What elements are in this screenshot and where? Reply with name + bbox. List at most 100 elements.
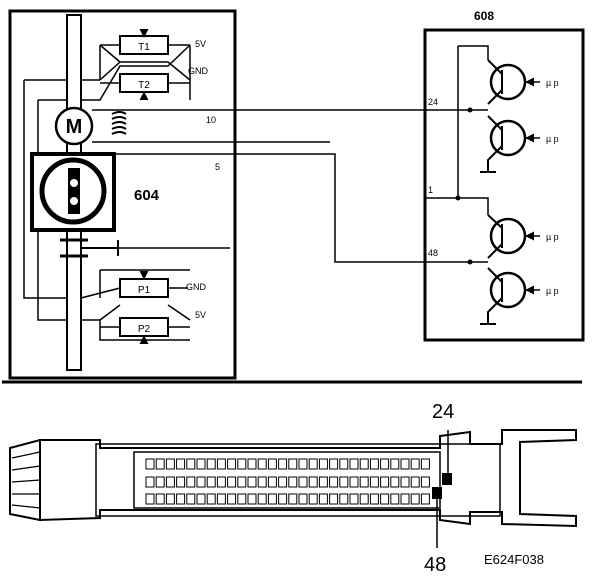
sensor-p1: P1: [119, 270, 169, 298]
transistor-4: µ p: [480, 267, 559, 325]
connector-pin: [257, 458, 267, 470]
connector-pin: [308, 458, 318, 470]
mcu-input-1: µ p: [546, 78, 559, 88]
connector-pin: [227, 493, 237, 505]
t-gnd-label: GND: [188, 66, 209, 76]
connector-pin: [206, 476, 216, 488]
connector-pin: [247, 493, 257, 505]
connector-pin: [349, 493, 359, 505]
connector-pin: [267, 493, 277, 505]
connector-pin: [155, 458, 165, 470]
connector-pin: [247, 458, 257, 470]
connector-pin: [216, 493, 226, 505]
connector-pin: [145, 476, 155, 488]
connector-pin: [237, 476, 247, 488]
connector-pin: [329, 493, 339, 505]
pin-48-callout: 48: [424, 554, 446, 576]
shaft-coupling: [60, 238, 88, 258]
connector-pin: [329, 476, 339, 488]
ecu-connector: [9, 429, 577, 548]
connector-pin: [410, 493, 420, 505]
connector-pin: [380, 476, 390, 488]
connector-pin: [420, 493, 430, 505]
connector-pin: [369, 458, 379, 470]
sensor-t2-label: T2: [138, 80, 150, 91]
connector-pin: [339, 476, 349, 488]
connector-pin: [288, 458, 298, 470]
t-5v-label: 5V: [195, 39, 206, 49]
connector-pin: [155, 476, 165, 488]
p-sensor-wiring: [80, 269, 191, 341]
transistor-3: µ p: [487, 214, 559, 259]
wire-1-label: 1: [428, 185, 433, 195]
connector-pin: [298, 493, 308, 505]
figure-code: E624F038: [484, 552, 544, 567]
connector-pin: [176, 458, 186, 470]
connector-pin: [145, 493, 155, 505]
sensor-p2-label: P2: [138, 324, 151, 335]
connector-pin: [359, 476, 369, 488]
wire-5: [114, 153, 425, 263]
connector-pin: [349, 476, 359, 488]
feedback-wire-left: [23, 80, 67, 299]
supply-rail: [425, 45, 489, 215]
end-stop-icon: [81, 240, 119, 256]
connector-pin: [400, 476, 410, 488]
connector-pin: [288, 476, 298, 488]
connector-pin: [216, 458, 226, 470]
pin-24-marker: [442, 473, 452, 485]
connector-pin: [390, 476, 400, 488]
throttle-unit-604: T1 T2 5V GND M 10 604 5: [8, 9, 425, 380]
connector-pin: [145, 458, 155, 470]
wire-10-label: 10: [206, 115, 216, 125]
connector-pin: [410, 458, 420, 470]
connector-pin: [359, 493, 369, 505]
mcu-input-4: µ p: [546, 286, 559, 296]
connector-pin: [380, 493, 390, 505]
unit-604-label: 604: [134, 187, 160, 204]
connector-pin: [400, 458, 410, 470]
connector-pin: [318, 458, 328, 470]
connector-pin: [278, 476, 288, 488]
wire-24-label: 24: [428, 97, 438, 107]
connector-pin: [339, 458, 349, 470]
pin-48-marker: [432, 487, 442, 499]
connector-pin: [267, 476, 277, 488]
connector-pin: [196, 493, 206, 505]
transistor-2: µ p: [480, 115, 559, 173]
connector-pin: [196, 458, 206, 470]
connector-pin: [369, 476, 379, 488]
connector-pin: [298, 476, 308, 488]
connector-pin: [308, 476, 318, 488]
connector-pin: [420, 476, 430, 488]
connector-pin: [267, 458, 277, 470]
wire-48-label: 48: [428, 248, 438, 258]
connector-pin: [359, 458, 369, 470]
connector-pin: [380, 458, 390, 470]
connector-pin: [227, 458, 237, 470]
p-gnd-label: GND: [186, 282, 207, 292]
sensor-t2: T2: [119, 73, 169, 101]
connector-pin: [400, 493, 410, 505]
connector-pin: [206, 493, 216, 505]
connector-pin: [257, 493, 267, 505]
unit-608-label: 608: [474, 9, 494, 23]
spring-icon: [111, 111, 127, 135]
connector-pin: [410, 476, 420, 488]
unit-608-frame: [423, 28, 585, 342]
connector-pin: [318, 493, 328, 505]
connector-pin: [329, 458, 339, 470]
transistor-1: µ p: [487, 59, 559, 105]
connector-pin: [176, 476, 186, 488]
connector-pin: [165, 458, 175, 470]
mcu-input-2: µ p: [546, 134, 559, 144]
connector-pin: [176, 493, 186, 505]
connector-pin: [288, 493, 298, 505]
connector-pin: [247, 476, 257, 488]
connector-pin: [339, 493, 349, 505]
sensor-p1-label: P1: [138, 285, 151, 296]
motor-label: M: [66, 116, 83, 138]
motor-icon: [54, 106, 94, 146]
connector-pin: [227, 476, 237, 488]
